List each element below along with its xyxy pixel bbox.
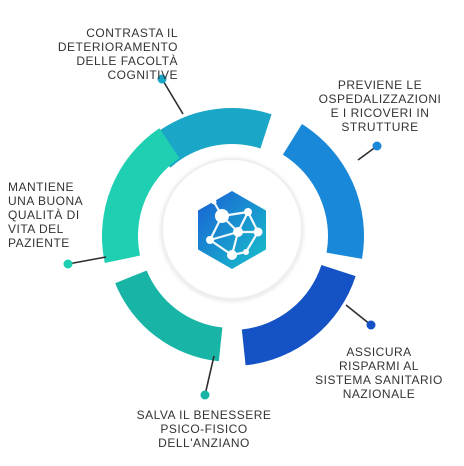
segment-contrasta-deterioramento xyxy=(146,107,272,168)
connector-dot-bottom-right xyxy=(366,320,376,330)
connector-dot-top-right xyxy=(372,141,382,151)
label-previene-ospedalizzazioni: PREVIENE LE OSPEDALIZZAZIONI E I RICOVER… xyxy=(318,78,442,134)
connector-line-top xyxy=(161,78,184,115)
connector-dot-left xyxy=(63,259,73,269)
label-salva-benessere: SALVA IL BENESSERE PSICO-FISICO DELL'ANZ… xyxy=(136,408,272,450)
connector-line-left xyxy=(67,256,107,265)
central-hub xyxy=(161,158,303,300)
label-assicura-risparmi: ASSICURA RISPARMI AL SISTEMA SANITARIO N… xyxy=(315,345,443,401)
connector-line-bottom xyxy=(204,355,215,396)
connector-line-bottom-right xyxy=(345,304,372,326)
connectors xyxy=(63,74,382,400)
label-contrasta-deterioramento: CONTRASTA IL DETERIORAMENTO DELLE FACOLT… xyxy=(57,26,178,82)
connector-dot-bottom xyxy=(200,390,210,400)
segment-salva-benessere xyxy=(115,270,223,362)
segment-mantiene-qualita xyxy=(101,128,180,264)
connector-dot-top xyxy=(157,74,167,84)
label-mantiene-qualita: MANTIENE UNA BUONA QUALITÀ DI VITA DEL P… xyxy=(8,180,84,250)
segment-assicura-risparmi xyxy=(241,265,356,366)
network-hexagon-icon xyxy=(198,191,266,269)
ring-segments xyxy=(101,107,364,366)
segment-previene-ospedalizzazioni xyxy=(282,124,364,259)
